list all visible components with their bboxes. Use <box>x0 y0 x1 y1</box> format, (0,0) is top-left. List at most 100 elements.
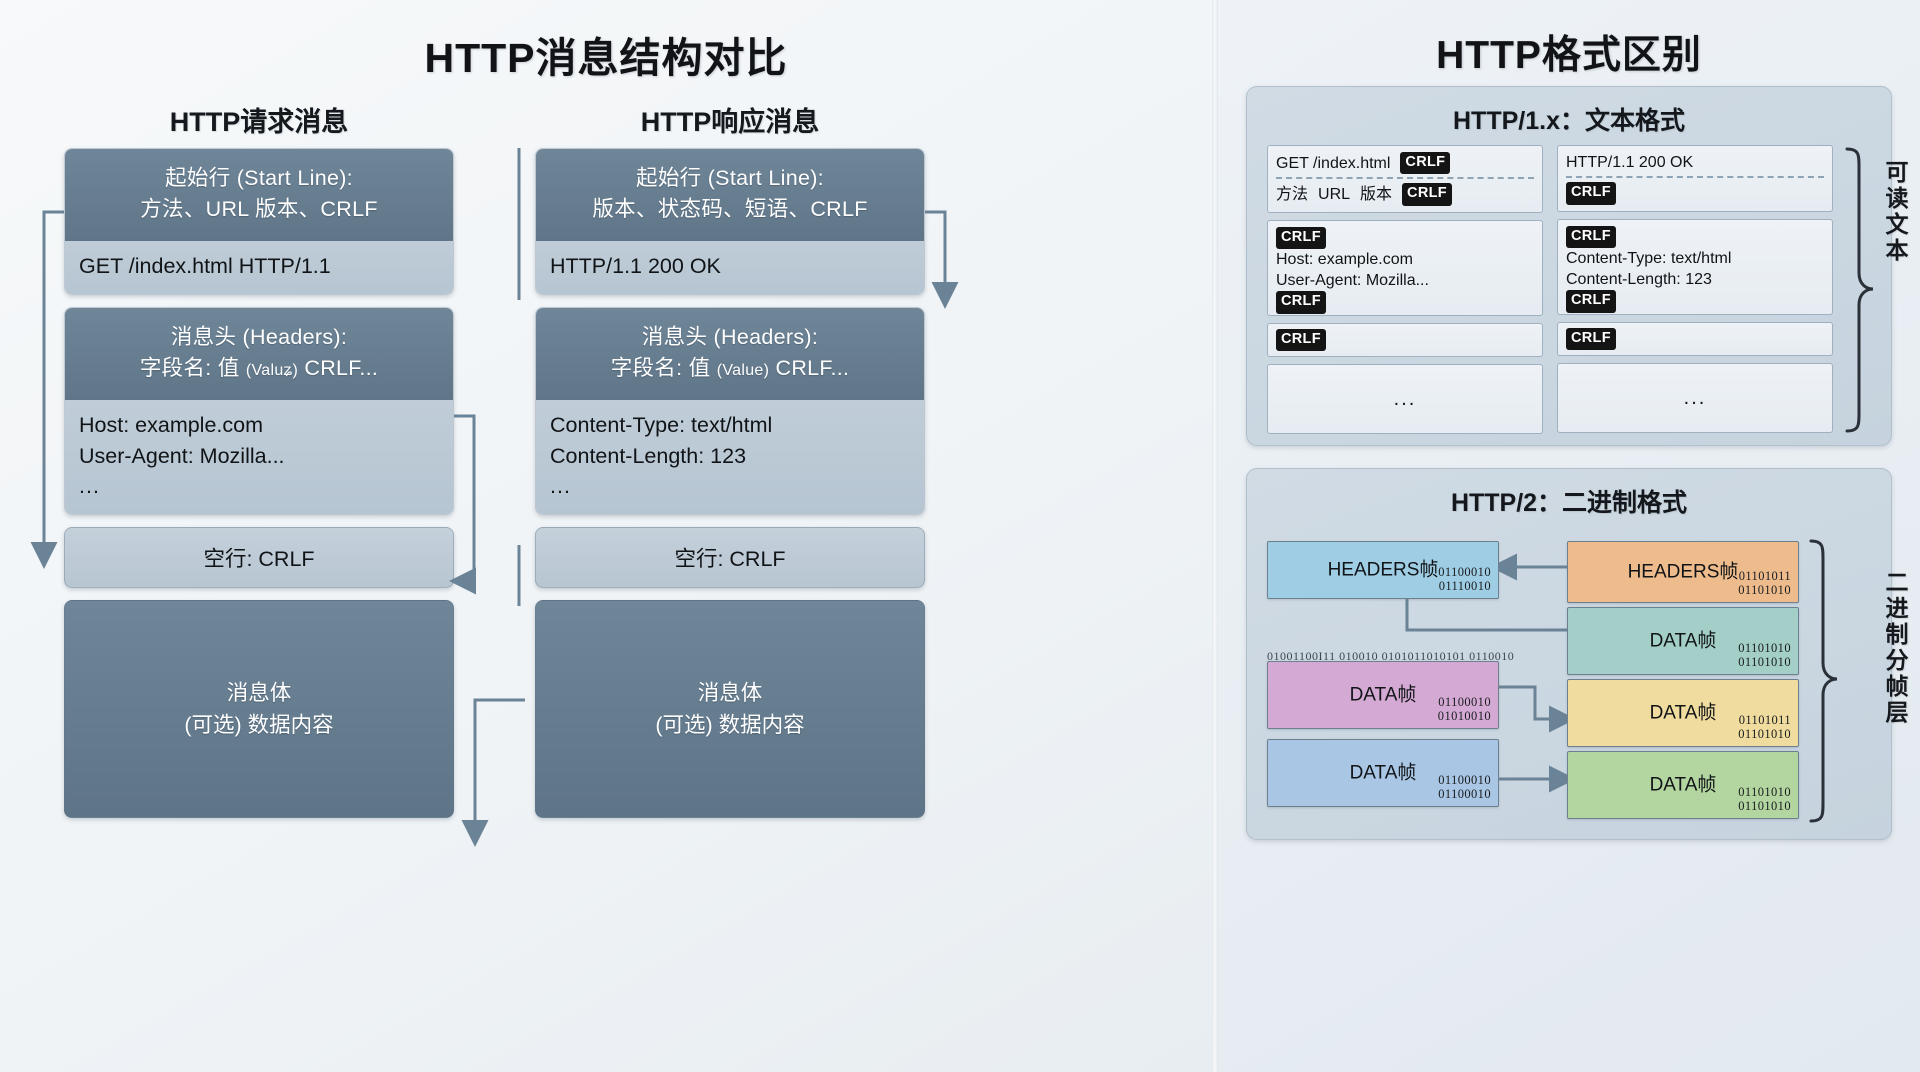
response-headers-value-hint: (Value) <box>716 362 770 380</box>
request-body-line-1: 消息体 <box>226 680 292 705</box>
http2-bitstream-label: 01001100I11 010010 0101011010101 0110010 <box>1267 649 1515 663</box>
http1-card-title: HTTP/1.x：文本格式 <box>1453 107 1685 135</box>
http2-frame-data-green-bits-2: 01101010 <box>1738 799 1791 813</box>
response-start-line-block: 起始行 (Start Line): 版本、状态码、短语、CRLF HTTP/1.… <box>535 148 925 295</box>
request-start-line-header: 起始行 (Start Line): 方法、URL 版本、CRLF <box>65 149 453 242</box>
request-headers-value-hint: (Valuʑ) <box>245 362 299 380</box>
response-column-title: HTTP响应消息 <box>640 107 820 137</box>
http1-response-blank-box: CRLF <box>1557 321 1833 356</box>
response-headers-crlf-hint: CRLF... <box>769 356 850 381</box>
http2-frame-data-yellow: DATA帧 01101011 01101010 <box>1567 679 1799 747</box>
http1-request-column: GET /index.html CRLF 方法 URL 版本 CRLF CRLF <box>1267 145 1543 434</box>
response-headers-example: Content-Type: text/html Content-Length: … <box>536 400 924 514</box>
http2-frame-data-blue-bits-2: 01100010 <box>1438 787 1491 801</box>
request-header-line-3: ... <box>79 474 100 499</box>
http2-frame-data-purple-bits-2: 01010010 <box>1437 709 1491 723</box>
http2-frame-data-yellow-bits: 01101011 01101010 <box>1738 713 1791 741</box>
http2-brace-icon <box>1809 539 1838 823</box>
http1-response-start-line-crlf-badge: CRLF <box>1566 182 1616 205</box>
http2-frame-data-teal-label: DATA帧 <box>1649 630 1717 652</box>
response-header-line-3: ... <box>550 474 571 499</box>
request-start-line-header-line2: 方法、URL 版本、CRLF <box>140 197 378 222</box>
request-start-line-header-line1: 起始行 (Start Line): <box>165 166 353 190</box>
http2-frame-data-teal-bits-2: 01101010 <box>1738 655 1791 669</box>
response-start-line-header: 起始行 (Start Line): 版本、状态码、短语、CRLF <box>536 149 924 242</box>
http1-request-blank-box: CRLF <box>1267 322 1543 357</box>
request-body-block: 消息体 (可选) 数据内容 <box>64 599 454 818</box>
right-panel-title: HTTP格式区别 <box>1436 34 1702 77</box>
http1-legend-crlf-badge: CRLF <box>1402 183 1452 206</box>
http2-frame-data-blue: DATA帧 01100010 01100010 <box>1267 739 1499 807</box>
http1-response-headers-crlf-top: CRLF <box>1566 225 1616 248</box>
http2-frame-data-teal-bits: 01101010 01101010 <box>1738 641 1791 669</box>
request-headers-header-line1: 消息头 (Headers): <box>170 324 348 349</box>
http2-frame-data-yellow-label: DATA帧 <box>1649 702 1717 724</box>
http2-frame-data-purple-label: DATA帧 <box>1349 684 1417 706</box>
http1-response-headers-crlf-bottom: CRLF <box>1566 290 1616 313</box>
request-outer-arrow <box>30 210 64 569</box>
http1-legend-url: URL <box>1318 185 1351 203</box>
request-body-line-2: (可选) 数据内容 <box>184 712 334 737</box>
response-body-block: 消息体 (可选) 数据内容 <box>535 599 925 818</box>
request-start-line-example: GET /index.html HTTP/1.1 <box>65 241 453 294</box>
http1-side-label: 可读文本 <box>1882 160 1908 264</box>
http2-frame-data-teal-bits-1: 01101010 <box>1738 641 1791 655</box>
http1-card: HTTP/1.x：文本格式 GET /index.html CRLF 方法 UR… <box>1246 86 1892 446</box>
http1-legend-method: 方法 <box>1276 185 1309 203</box>
body-bracket-arrow <box>461 698 525 847</box>
http1-request-start-line: GET /index.html <box>1276 154 1391 172</box>
request-header-line-1: Host: example.com <box>79 413 264 438</box>
http1-columns: GET /index.html CRLF 方法 URL 版本 CRLF CRLF <box>1267 145 1833 434</box>
http2-frame-data-green-bits-1: 01101010 <box>1738 785 1791 799</box>
request-start-line-block: 起始行 (Start Line): 方法、URL 版本、CRLF GET /in… <box>64 148 454 295</box>
right-panel: HTTP格式区别 HTTP/1.x：文本格式 GET /index.html C… <box>1218 0 1920 1072</box>
http2-frame-headers-blue-bits-1: 01100010 <box>1438 565 1491 579</box>
http2-frame-headers-blue-bits-2: 01110010 <box>1438 579 1491 593</box>
http1-request-header-2: User-Agent: Mozilla... <box>1276 272 1429 290</box>
http2-frame-data-purple-bits: 01100010 01010010 <box>1438 695 1491 723</box>
http1-request-start-line-row: GET /index.html CRLF <box>1276 152 1534 175</box>
http2-arrow-purple-to-yellow <box>1499 685 1576 733</box>
http2-card: HTTP/2：二进制格式 <box>1246 468 1892 840</box>
http1-response-header-2: Content-Length: 123 <box>1566 271 1712 289</box>
http1-request-headers-crlf-bottom: CRLF <box>1276 291 1326 314</box>
http1-response-dashed-separator <box>1566 176 1824 179</box>
request-message-column: 起始行 (Start Line): 方法、URL 版本、CRLF GET /in… <box>64 148 454 830</box>
http2-frame-headers-orange-label: HEADERS帧 <box>1627 561 1739 583</box>
page-title: HTTP消息结构对比 <box>424 35 788 81</box>
left-panel: HTTP消息结构对比 HTTP请求消息 HTTP响应消息 起始行 (Start … <box>0 0 1212 1072</box>
request-headers-block: 消息头 (Headers): 字段名: 值 (Valuʑ) CRLF... Ho… <box>64 306 454 515</box>
response-headers-block: 消息头 (Headers): 字段名: 值 (Value) CRLF... Co… <box>535 306 925 515</box>
response-start-line-header-line1: 起始行 (Start Line): <box>636 166 824 190</box>
request-headers-example: Host: example.com User-Agent: Mozilla...… <box>65 400 453 514</box>
http1-request-header-1: Host: example.com <box>1276 250 1413 268</box>
http2-frame-headers-orange-bits: 01101011 01101010 <box>1738 569 1791 597</box>
http2-frame-data-yellow-bits-2: 01101010 <box>1738 727 1791 741</box>
panel-divider <box>1212 0 1218 1072</box>
http2-frame-headers-orange-bits-1: 01101011 <box>1738 569 1791 583</box>
http1-request-headers-box: CRLF Host: example.com User-Agent: Mozil… <box>1267 219 1543 316</box>
http2-frame-data-blue-label: DATA帧 <box>1349 762 1417 784</box>
response-body-line-1: 消息体 <box>697 680 763 705</box>
http2-frame-headers-orange: HEADERS帧 01101011 01101010 <box>1567 541 1799 603</box>
http1-response-body-box: ... <box>1557 362 1833 433</box>
http1-request-blank-crlf-badge: CRLF <box>1276 328 1326 351</box>
http2-frame-headers-blue-label: HEADERS帧 <box>1327 559 1439 581</box>
http2-frame-headers-blue-bits: 01100010 01110010 <box>1438 565 1491 593</box>
http1-response-headers-box: CRLF Content-Type: text/html Content-Len… <box>1557 218 1833 315</box>
http2-arrow-headers-to-data <box>1405 599 1567 632</box>
http1-brace-icon <box>1845 147 1874 433</box>
http2-frame-headers-blue: HEADERS帧 01100010 01110010 <box>1267 541 1499 599</box>
request-headers-header-line2: 字段名: 值 (Valuʑ) CRLF... <box>77 353 441 384</box>
response-headers-header-line1: 消息头 (Headers): <box>641 324 819 349</box>
http2-frame-data-teal: DATA帧 01101010 01101010 <box>1567 607 1799 675</box>
http1-request-legend-row: 方法 URL 版本 CRLF <box>1276 183 1534 206</box>
request-headers-to-blank-arrow <box>449 414 476 595</box>
response-headers-field-label: 字段名: 值 <box>610 356 717 381</box>
response-headers-header-line2: 字段名: 值 (Value) CRLF... <box>548 353 912 384</box>
http2-side-label: 二进制分帧层 <box>1882 570 1908 726</box>
http1-request-start-line-box: GET /index.html CRLF 方法 URL 版本 CRLF <box>1267 145 1543 213</box>
http1-legend-version: 版本 <box>1360 185 1393 203</box>
request-headers-field-label: 字段名: 值 <box>139 356 246 381</box>
http2-frame-data-blue-bits-1: 01100010 <box>1438 773 1491 787</box>
